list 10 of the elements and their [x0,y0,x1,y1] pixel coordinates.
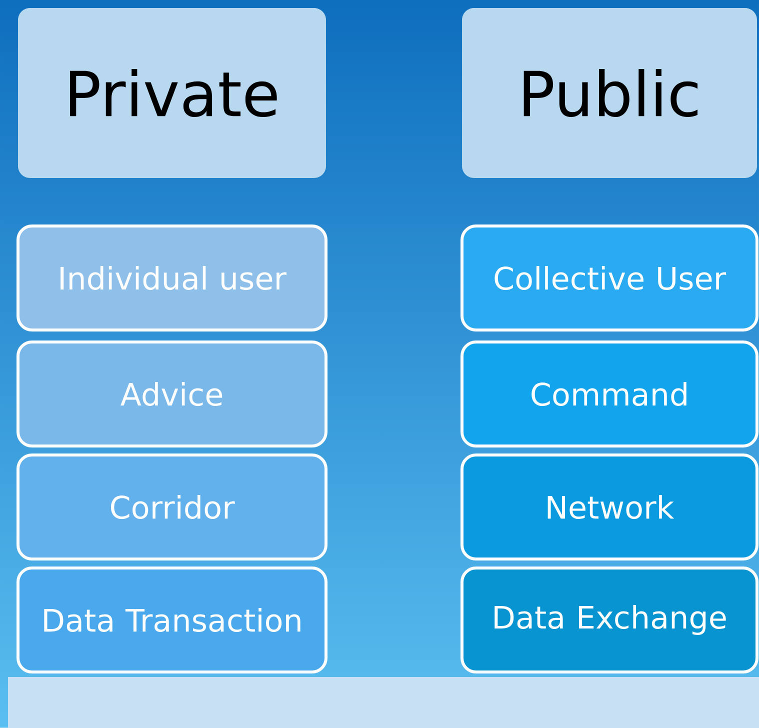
label-box: Data Exchange [460,566,758,674]
label-box: Data Transaction [16,566,328,674]
label-box: Advice [16,340,328,448]
label-box: Individual user [16,224,328,332]
label-box: Network [460,454,758,560]
heading-box: Public [462,8,757,178]
heading-box: Private [18,8,326,178]
label-box: Collective User [460,224,758,332]
label-box: Command [460,340,758,448]
label-box: Corridor [16,454,328,560]
